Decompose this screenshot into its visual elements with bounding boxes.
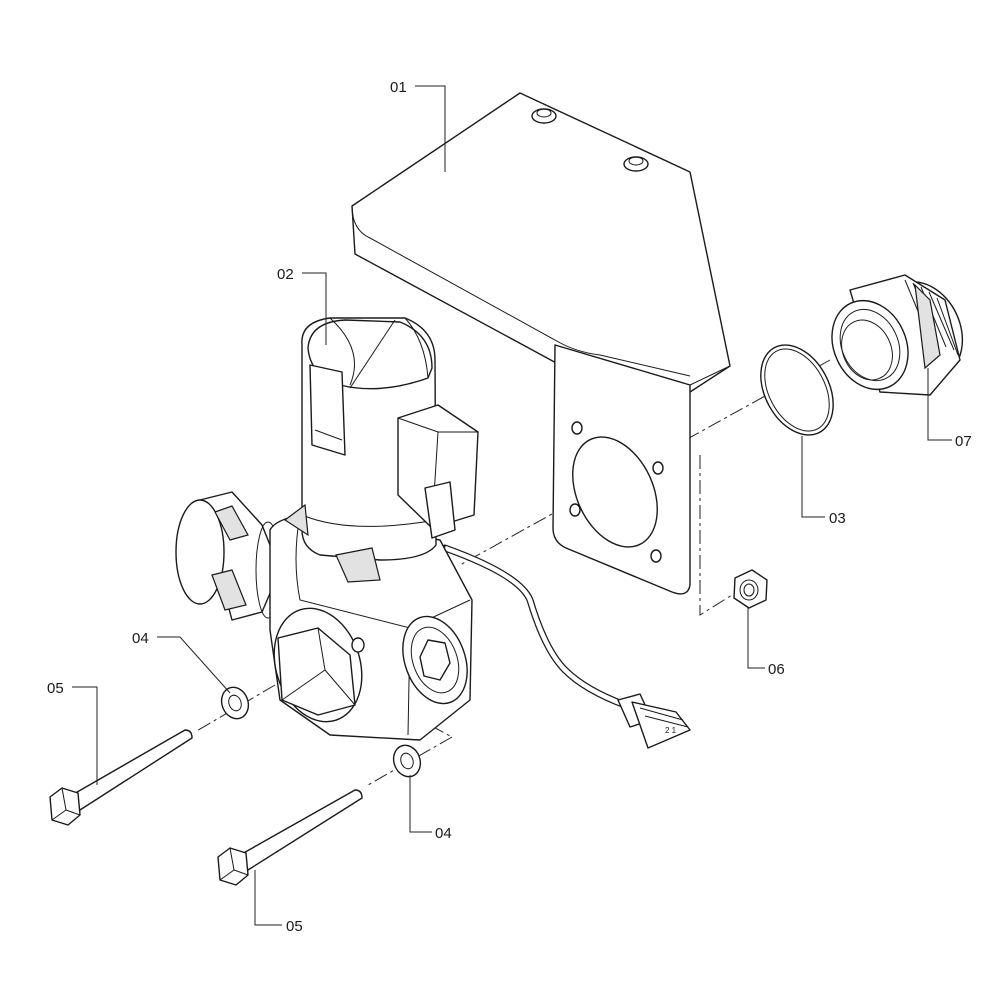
callout-01: 01: [390, 79, 407, 96]
valve-hex-socket: [419, 639, 451, 681]
washer-lower: [392, 744, 422, 778]
fitting-hex: [914, 283, 941, 370]
valve-assembly: [175, 317, 479, 741]
bracket-mount-hole: [652, 461, 664, 475]
callout-05-lower: 05: [286, 918, 303, 935]
washer-lower-outer: [392, 744, 422, 778]
leader-lines: [72, 85, 952, 926]
connector-pin-text: 2 1: [665, 726, 677, 735]
callout-labels: 01 02 03 04 04 05 05 06 07: [47, 79, 972, 935]
callout-07: 07: [955, 433, 972, 450]
leader-07: [927, 368, 952, 441]
axis-line-nut: [699, 455, 741, 616]
callout-04-lower: 04: [435, 825, 452, 842]
valve-small-hole: [351, 637, 365, 653]
bracket-mount-hole: [571, 421, 583, 435]
solenoid-lock-tab: [335, 547, 381, 583]
axis-line-bolt-lower: [367, 736, 453, 786]
solenoid-lock-tab-left: [283, 503, 309, 537]
leader-03: [801, 436, 825, 518]
bracket-hole-2: [623, 156, 649, 172]
bracket-hole-1: [531, 108, 557, 124]
bracket-mount-hole: [569, 503, 581, 517]
leader-05a: [72, 686, 98, 785]
bracket-edge: [689, 365, 731, 386]
leader-02: [302, 272, 327, 345]
callout-06: 06: [768, 661, 785, 678]
mounting-bracket: [351, 92, 731, 595]
washer-upper: [220, 686, 250, 720]
bolt-lower: [217, 789, 363, 886]
callout-04-upper: 04: [132, 630, 149, 647]
valve-left-port-face: [175, 499, 225, 605]
o-ring: [760, 344, 834, 436]
bolt-upper-shank: [71, 729, 193, 811]
callout-03: 03: [829, 510, 846, 527]
hex-nut: [733, 569, 768, 609]
threaded-fitting: [831, 274, 964, 396]
valve-left-nut-flat: [211, 569, 247, 611]
connector-body: [631, 701, 691, 749]
axis-line-bolt-upper: [194, 684, 276, 733]
leader-04a: [157, 636, 231, 694]
callout-05-upper: 05: [47, 680, 64, 697]
coil-connector-plug: [424, 481, 456, 539]
coil-connector-block: [397, 404, 479, 529]
leader-04b: [409, 775, 432, 833]
bolt-lower-shank: [239, 789, 363, 871]
bracket-port-hole: [572, 436, 658, 548]
valve-left-nut-flat: [214, 505, 249, 541]
leader-01: [415, 85, 446, 172]
callout-02: 02: [277, 266, 294, 283]
o-ring-inner: [764, 348, 830, 432]
bolt-upper: [49, 729, 193, 826]
bracket-bend-line: [351, 205, 691, 377]
bracket-mount-hole: [650, 549, 662, 563]
nut-body: [733, 569, 768, 609]
axis-line-valve-lower: [364, 689, 453, 738]
washer-upper-outer: [220, 686, 250, 720]
leader-06: [747, 608, 765, 669]
solenoid-side-tab: [309, 364, 346, 456]
leader-05b: [254, 870, 282, 926]
cable: 2 1: [441, 544, 691, 749]
o-ring-outer: [760, 344, 834, 436]
